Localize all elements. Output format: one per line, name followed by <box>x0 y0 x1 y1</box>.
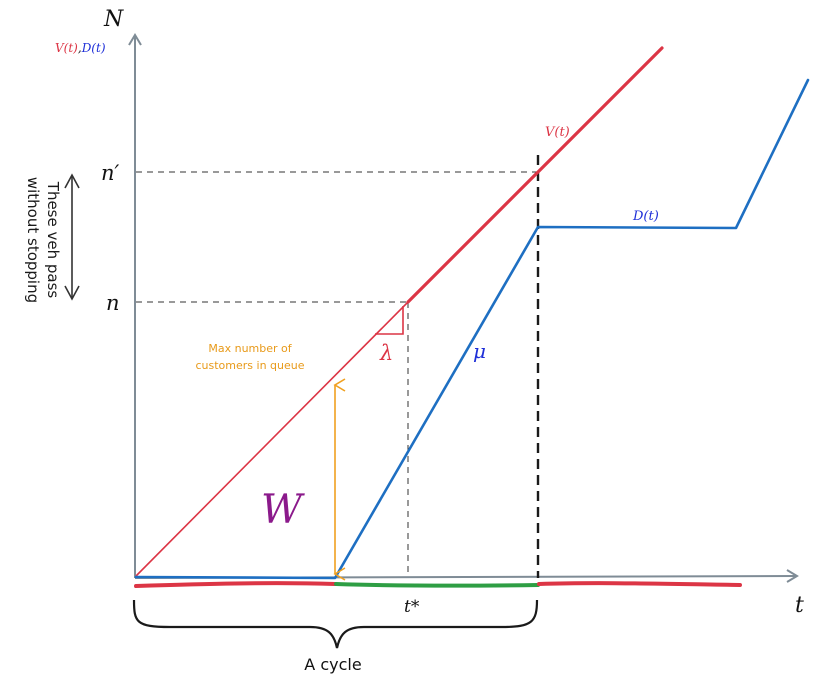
lambda-label: λ <box>379 341 393 365</box>
departure-curve-d <box>134 78 810 580</box>
mu-label: μ <box>473 339 486 363</box>
red-phase-bar-2 <box>537 581 742 587</box>
cycle-label: A cycle <box>304 655 361 674</box>
max-queue-note-line1: Max number of <box>208 342 292 355</box>
w-label: W <box>261 487 305 533</box>
cycle-brace <box>132 599 539 649</box>
pass-range-arrow-bottom-head <box>64 285 80 301</box>
lambda-slope-triangle <box>375 306 404 335</box>
n-prime-label: n′ <box>101 161 120 185</box>
red-phase-bar-1 <box>134 581 337 588</box>
arrival-curve-v-thick <box>406 46 664 304</box>
x-axis-label: t <box>795 593 804 618</box>
legend-d: D(t) <box>81 41 106 55</box>
legend-separator: , <box>78 41 82 55</box>
y-axis-label: N <box>103 7 124 32</box>
n-label: n <box>106 291 120 315</box>
max-queue-note-line2: customers in queue <box>195 359 304 372</box>
pass-note-line2: without stopping <box>24 177 42 303</box>
legend-v: V(t) <box>55 41 78 55</box>
pass-range-arrow-top-head <box>64 173 80 189</box>
legend: V(t),D(t) <box>55 41 106 55</box>
v-curve-label: V(t) <box>545 125 570 140</box>
pass-note-line1: These veh pass <box>44 181 62 299</box>
arrival-curve-v <box>135 301 409 577</box>
t-star-label: t* <box>404 597 420 617</box>
d-curve-label: D(t) <box>632 209 659 224</box>
green-phase-bar <box>334 582 540 588</box>
